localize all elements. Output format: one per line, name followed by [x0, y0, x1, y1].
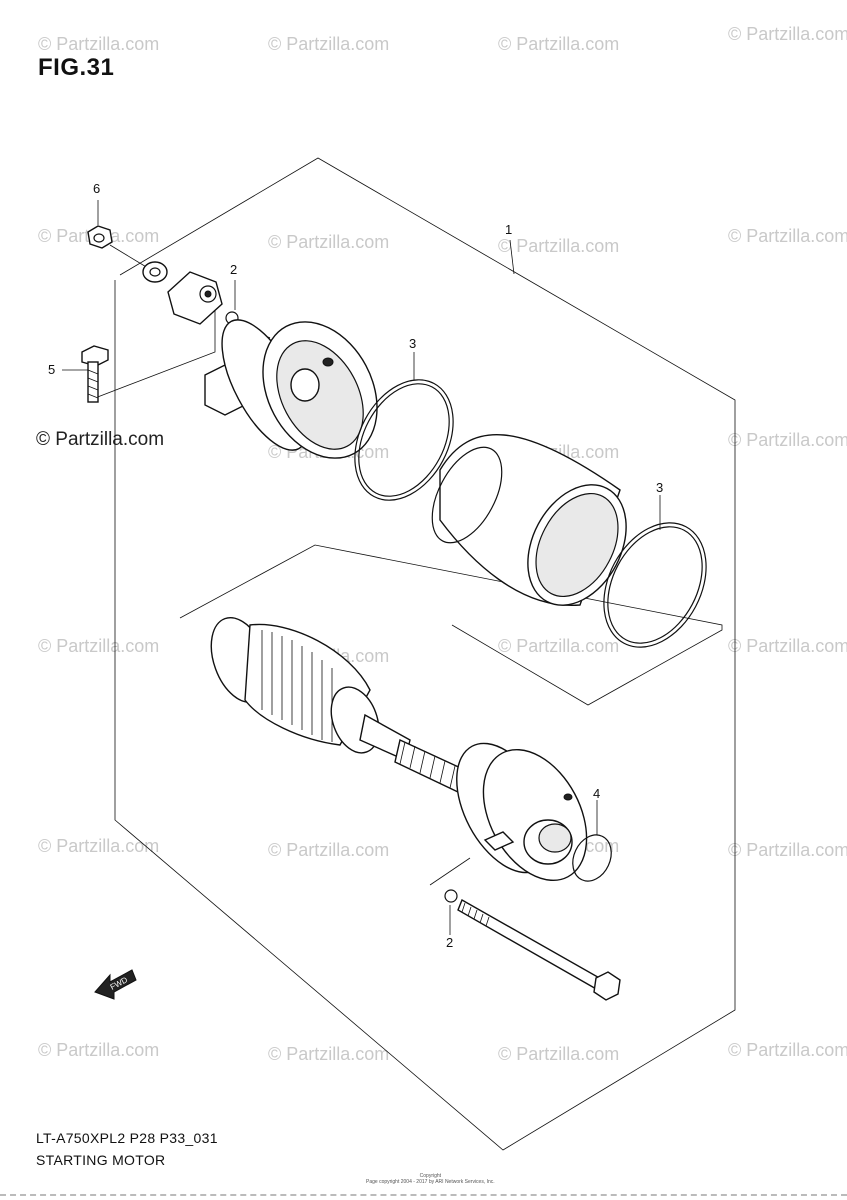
watermark: © Partzilla.com [38, 836, 160, 856]
watermark: © Partzilla.com [268, 232, 390, 252]
bracket-frame [429, 857, 471, 886]
o-ring-rear-shape [603, 522, 707, 648]
watermark: © Partzilla.com [728, 840, 847, 860]
rear-housing-part [204, 319, 378, 459]
front-bracket-part [456, 742, 588, 882]
mounting-bolt-part [81, 345, 109, 403]
watermark: © Partzilla.com [498, 236, 620, 256]
watermark: © Partzilla.com [728, 636, 847, 656]
watermark: © Partzilla.com [268, 840, 390, 860]
leader-line-1 [509, 239, 515, 275]
terminal-cap-part [167, 271, 223, 325]
leader-line-nut [109, 244, 149, 269]
copyright-line-2: Page copyright 2004 - 2017 by ARI Networ… [366, 1179, 495, 1185]
through-bolt-part [457, 898, 621, 1001]
model-code: LT-A750XPL2 P28 P33_031 [36, 1130, 218, 1146]
figure-title: FIG.31 [38, 54, 115, 81]
copyright-line-1: Copyright [419, 1173, 442, 1179]
callout-6[interactable]: 6 [93, 181, 101, 196]
watermark: © Partzilla.com [38, 1040, 160, 1060]
copyright-notice: Copyright Page copyright 2004 - 2017 by … [366, 1173, 495, 1185]
bottom-border [0, 1194, 847, 1196]
callout-3-rear[interactable]: 3 [656, 480, 664, 495]
assembly-outline [114, 157, 736, 1151]
watermark: © Partzilla.com [728, 226, 847, 246]
o-ring-front-shape [354, 379, 454, 501]
insulator-part [142, 261, 168, 283]
callout-4[interactable]: 4 [593, 786, 601, 801]
fwd-arrow-icon: FWD [94, 969, 137, 1000]
watermark: © Partzilla.com [268, 34, 390, 54]
o-ring-small-bottom [444, 889, 458, 903]
callout-3-front[interactable]: 3 [409, 336, 417, 351]
watermark-strong: © Partzilla.com [36, 429, 165, 450]
callout-1[interactable]: 1 [505, 222, 513, 237]
o-ring-bracket-shape [572, 834, 612, 882]
terminal-nut-part [87, 225, 113, 249]
callout-2-bottom[interactable]: 2 [446, 935, 454, 950]
watermark: © Partzilla.com [38, 636, 160, 656]
callout-5[interactable]: 5 [48, 362, 56, 377]
watermark: © Partzilla.com [498, 1044, 620, 1064]
watermark: © Partzilla.com [498, 636, 620, 656]
watermark: © Partzilla.com [268, 1044, 390, 1064]
watermark: © Partzilla.com [498, 34, 620, 54]
watermark: © Partzilla.com [728, 24, 847, 44]
watermark: © Partzilla.com [38, 34, 160, 54]
watermark: © Partzilla.com [728, 430, 847, 450]
armature-part [210, 617, 466, 793]
callout-2-top[interactable]: 2 [230, 262, 238, 277]
armature-frame [179, 544, 723, 706]
housing-frame [94, 300, 216, 399]
yoke-part [431, 434, 627, 606]
group-name: STARTING MOTOR [36, 1152, 166, 1168]
watermark: © Partzilla.com [728, 1040, 847, 1060]
